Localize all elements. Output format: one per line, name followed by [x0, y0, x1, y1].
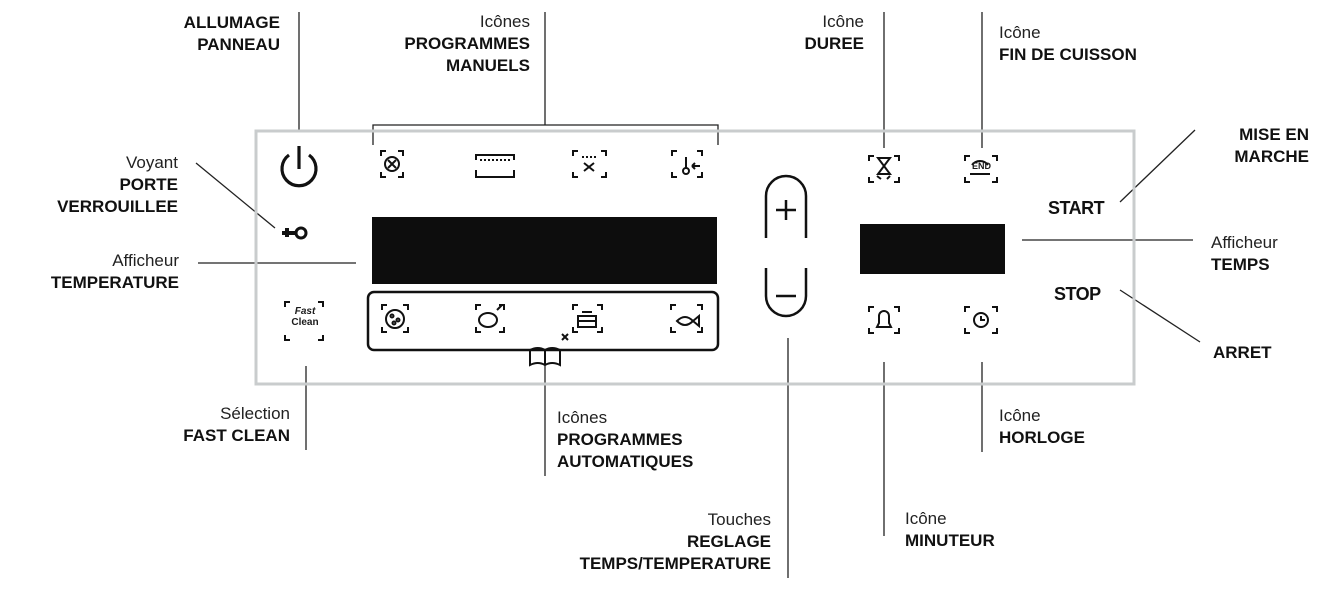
callout-line: Afficheur: [112, 251, 179, 270]
bread-icon[interactable]: [475, 304, 505, 333]
callout-line: Touches: [707, 510, 771, 529]
callout-line: Icône: [999, 23, 1041, 42]
callout-line: MANUELS: [445, 56, 530, 75]
callout-horloge: Icône HORLOGE: [999, 405, 1149, 449]
watch-icon[interactable]: [964, 306, 998, 334]
callout-line: HORLOGE: [999, 428, 1085, 447]
callout-programmes-manuels: Icônes PROGRAMMES MANUELS: [340, 11, 530, 77]
callout-reglage-temps-temperature: Touches REGLAGE TEMPS/TEMPERATURE: [495, 509, 771, 575]
recipe-book-icon: [529, 333, 569, 367]
time-display: [860, 224, 1005, 274]
bell-icon[interactable]: [868, 306, 900, 334]
callout-line: FIN DE CUISSON: [999, 45, 1137, 64]
pizza-icon[interactable]: [381, 304, 409, 333]
fish-icon[interactable]: [670, 304, 703, 333]
callout-line: AUTOMATIQUES: [557, 452, 694, 471]
callout-fast-clean: Sélection FAST CLEAN: [120, 403, 290, 447]
fast-label: Fast: [294, 306, 316, 317]
callout-arret: ARRET: [1213, 342, 1303, 364]
cake-icon[interactable]: [572, 304, 603, 333]
plus-icon[interactable]: [764, 174, 808, 238]
fast-clean-button[interactable]: [284, 301, 324, 341]
callout-line: PROGRAMMES: [404, 34, 530, 53]
callout-line: DUREE: [804, 34, 864, 53]
automatic-programs-frame: [366, 290, 720, 352]
minus-icon[interactable]: [764, 268, 808, 318]
callout-line: Icône: [905, 509, 947, 528]
control-panel-frame: [254, 129, 1136, 386]
callout-line: Icônes: [479, 12, 530, 31]
callout-afficheur-temps: Afficheur TEMPS: [1211, 232, 1311, 276]
callout-line: TEMPS/TEMPERATURE: [579, 554, 771, 573]
fan-icon[interactable]: [380, 150, 404, 178]
callout-line: Afficheur: [1211, 233, 1278, 252]
callout-line: TEMPERATURE: [50, 273, 179, 292]
callout-line: REGLAGE: [686, 532, 771, 551]
callout-duree: Icône DUREE: [760, 11, 864, 55]
power-icon[interactable]: [280, 146, 318, 188]
callout-minuteur: Icône MINUTEUR: [905, 508, 1055, 552]
callout-porte-verrouillee: Voyant PORTE VERROUILLEE: [40, 152, 178, 218]
temperature-display: [372, 217, 717, 284]
callout-line: Sélection: [220, 404, 290, 423]
callout-programmes-automatiques: Icônes PROGRAMMES AUTOMATIQUES: [557, 407, 757, 473]
thermometer-preheat-icon[interactable]: [671, 150, 703, 178]
end-cooking-icon[interactable]: [964, 155, 998, 183]
leader-lines: [195, 12, 1201, 578]
start-button[interactable]: START: [1048, 198, 1105, 218]
stop-button[interactable]: STOP: [1054, 284, 1101, 304]
callout-line: TEMPS: [1211, 255, 1270, 274]
callout-line: MARCHE: [1234, 147, 1309, 166]
callout-afficheur-temperature: Afficheur TEMPERATURE: [10, 250, 179, 294]
callout-line: MISE EN: [1239, 125, 1309, 144]
callout-line: Icônes: [557, 408, 608, 427]
fast-clean-label: Fast Clean: [290, 306, 320, 328]
callout-line: FAST CLEAN: [183, 426, 290, 445]
callout-allumage-panneau: ALLUMAGE PANNEAU: [120, 12, 280, 56]
top-heat-icon[interactable]: [475, 154, 515, 178]
callout-line: ARRET: [1213, 343, 1272, 362]
callout-line: ALLUMAGE: [183, 13, 280, 32]
callout-mise-en-marche: MISE EN MARCHE: [1160, 124, 1309, 168]
callout-line: Icône: [999, 406, 1041, 425]
end-label: END: [972, 161, 992, 171]
callout-line: PROGRAMMES: [557, 430, 683, 449]
fan-top-heat-icon[interactable]: [572, 150, 607, 178]
door-lock-key-icon: [282, 226, 308, 240]
callout-fin-de-cuisson: Icône FIN DE CUISSON: [999, 22, 1239, 66]
callout-line: Icône: [822, 12, 864, 31]
callout-line: VERROUILLEE: [57, 197, 178, 216]
callout-line: MINUTEUR: [905, 531, 995, 550]
callout-line: Voyant: [126, 153, 178, 172]
hourglass-icon[interactable]: [868, 155, 900, 183]
clean-label: Clean: [291, 317, 319, 328]
callout-line: PORTE: [119, 175, 178, 194]
callout-line: PANNEAU: [197, 35, 280, 54]
